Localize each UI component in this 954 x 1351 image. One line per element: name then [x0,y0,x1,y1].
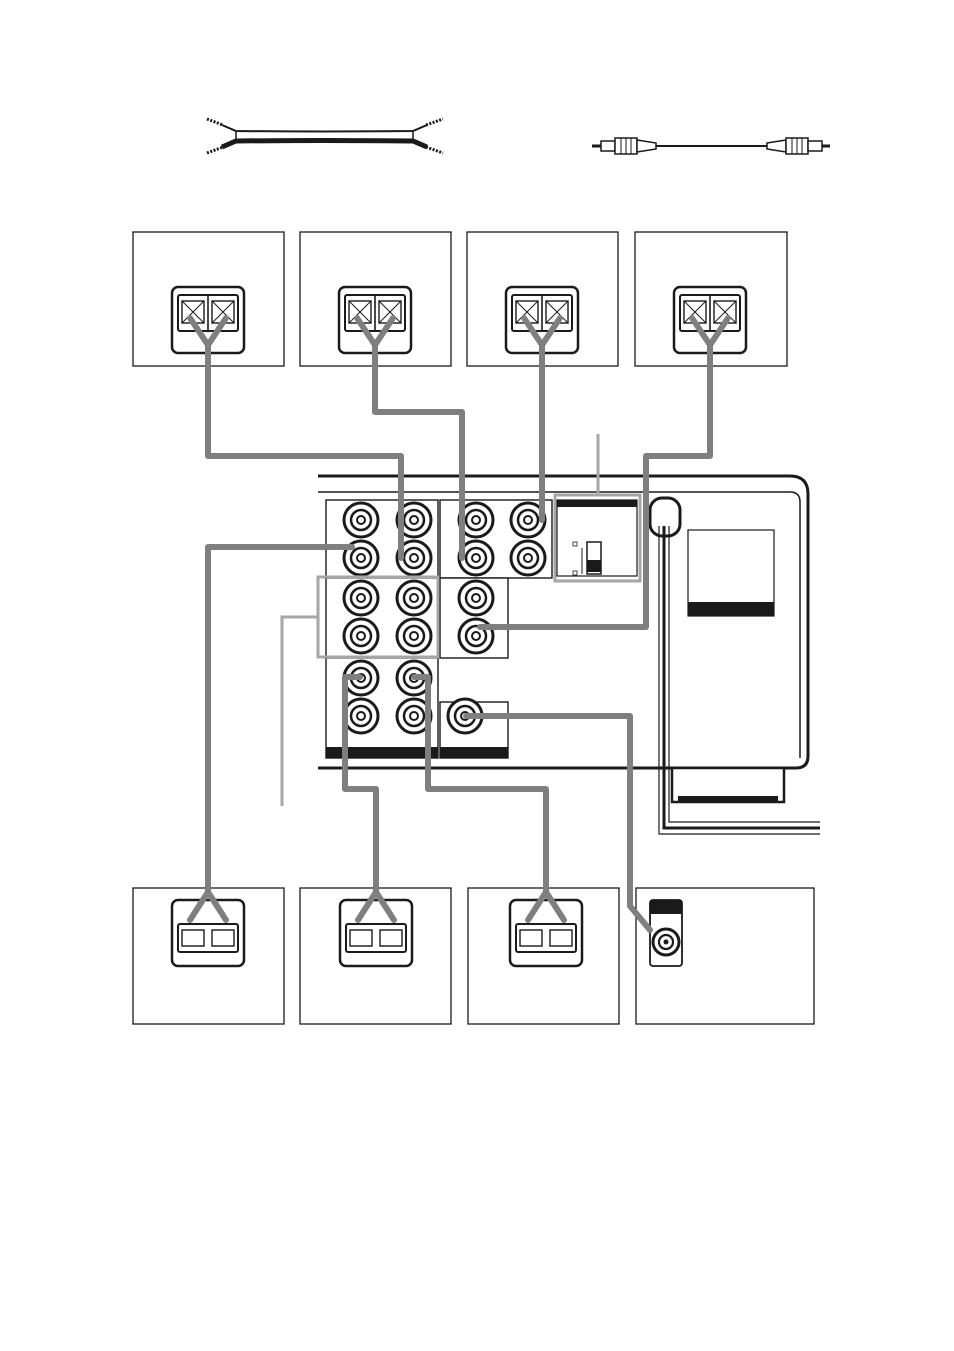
panel-foot [672,768,784,802]
impedance-selector [557,500,637,576]
label-plate [688,530,774,616]
subwoofer-box [636,888,814,1024]
rear-speakers [133,888,814,1024]
speaker-box-6 [300,888,451,1024]
rca-cord-icon [592,138,830,154]
speaker-box-7 [468,888,619,1024]
receiver-rear-panel [318,476,820,834]
speaker-box-5 [133,888,284,1024]
front-speakers [133,232,787,366]
speaker-cord-icon [207,119,443,153]
